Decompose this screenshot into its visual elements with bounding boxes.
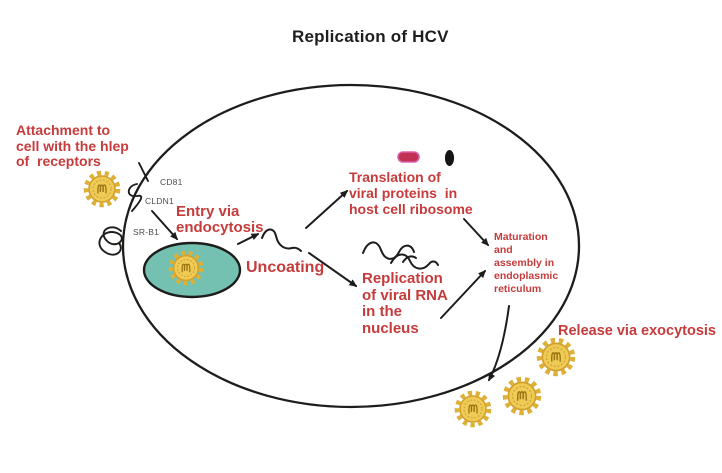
replicating-rna-squiggle: [362, 241, 439, 270]
arrow-to-replication: [308, 252, 358, 287]
arrow-entry: [151, 210, 178, 241]
label-uncoating: Uncoating: [246, 259, 325, 276]
host-cell-membrane: [121, 83, 581, 409]
hcv-virion-icon: [505, 379, 539, 413]
hcv-virion-icon: [457, 393, 489, 425]
label-replication: Replication of viral RNA in the nucleus: [362, 270, 448, 337]
receptor-squiggle-icon: [98, 226, 123, 256]
label-maturation: Maturation and assembly in endoplasmic r…: [494, 231, 559, 295]
hcv-virion-icon: [86, 173, 118, 205]
arrow-to-translation: [305, 189, 349, 229]
label-translation: Translation of viral proteins in host ce…: [349, 169, 473, 217]
label-attachment: Attachment to cell with the hlep of rece…: [16, 122, 129, 169]
label-release-via-exocytosis: Release via exocytosis: [558, 323, 716, 339]
membrane-receptors: [98, 162, 149, 256]
pink-capsule-ribosome-icon: [397, 151, 420, 163]
arrow-replication-to-maturation: [440, 269, 487, 319]
process-arrows: [151, 189, 510, 382]
receptor-label-cldn1: CLDN1: [145, 196, 174, 206]
arrow-uncoating: [237, 233, 260, 245]
receptor-squiggle-icon: [138, 162, 149, 182]
receptor-label-srb1: SR-B1: [133, 227, 160, 237]
label-entry-via-endocytosis: Entry via endocytosis: [176, 203, 264, 236]
arrow-release: [488, 305, 510, 382]
viral-rna-squiggle: [261, 228, 302, 252]
hcv-virion-icon: [539, 340, 573, 374]
arrow-translation-to-maturation: [463, 218, 490, 247]
diagram-title: Replication of HCV: [292, 27, 449, 46]
receptor-label-cd81: CD81: [160, 177, 183, 187]
receptor-squiggle-icon: [127, 183, 143, 212]
black-oval-ribosome-icon: [444, 150, 455, 166]
